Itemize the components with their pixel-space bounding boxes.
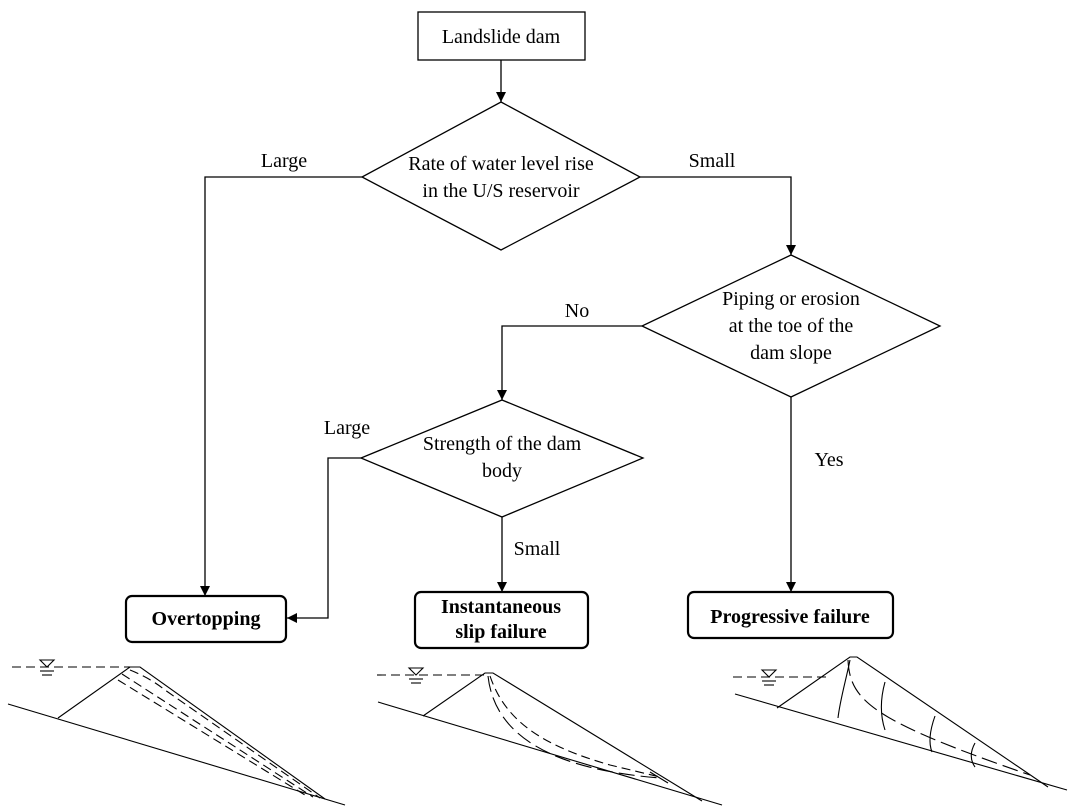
decision-piping-node: Piping or erosion at the toe of the dam …	[640, 254, 942, 398]
edge-piping-yes-label: Yes	[814, 449, 843, 471]
outcome-overtopping-node: Overtopping	[124, 594, 288, 644]
edge-piping-no-label: No	[565, 300, 589, 322]
water-level-icon	[407, 667, 425, 684]
edge-rate-large	[200, 176, 362, 596]
decision-piping-label-line1: Piping or erosion	[722, 288, 860, 310]
sketch-progressive	[733, 656, 1068, 791]
decision-strength-label-line1: Strength of the dam	[423, 433, 582, 455]
edge-strength-small-label: Small	[514, 538, 561, 560]
decision-rate-node: Rate of water level rise in the U/S rese…	[360, 101, 642, 251]
edge-strength-large-label: Large	[324, 417, 370, 439]
edge-rate-large-label: Large	[261, 150, 307, 172]
outcome-slip-label-line1: Instantaneous	[441, 596, 561, 618]
sketch-overtopping	[7, 659, 346, 806]
decision-rate-label-line1: Rate of water level rise	[408, 153, 594, 175]
start-node-label: Landslide dam	[442, 26, 561, 48]
start-node: Landslide dam	[417, 11, 586, 61]
decision-rate-label-line2: in the U/S reservoir	[422, 180, 580, 202]
edge-rate-small	[640, 176, 796, 255]
outcome-slip-node: Instantaneous slip failure	[413, 590, 590, 650]
edge-piping-no	[497, 325, 642, 400]
outcome-slip-label-line2: slip failure	[455, 621, 546, 643]
edge-rate-small-label: Small	[689, 150, 736, 172]
decision-piping-label-line2: at the toe of the	[729, 315, 854, 337]
edge-strength-large	[287, 457, 361, 623]
decision-strength-label-line2: body	[482, 460, 522, 482]
outcome-progressive-label: Progressive failure	[710, 606, 870, 628]
outcome-progressive-node: Progressive failure	[686, 590, 895, 640]
decision-piping-label-line3: dam slope	[750, 342, 832, 364]
water-level-icon	[760, 669, 778, 686]
sketch-slip	[377, 667, 723, 806]
water-level-icon	[38, 659, 56, 676]
outcome-overtopping-label: Overtopping	[152, 608, 261, 630]
decision-strength-node: Strength of the dam body	[359, 399, 645, 518]
